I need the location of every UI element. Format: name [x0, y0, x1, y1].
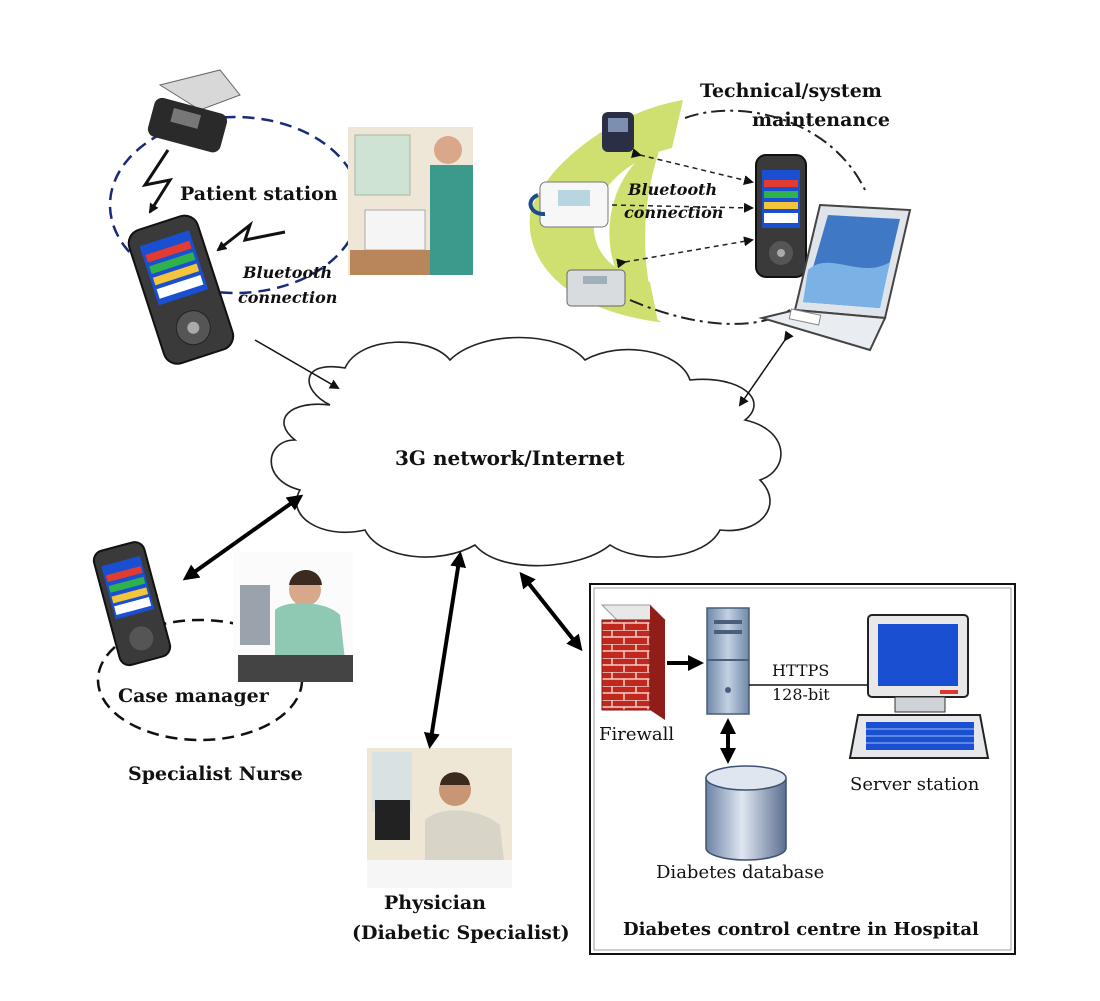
firewall-label: Firewall — [599, 724, 674, 745]
server-icon — [706, 607, 750, 715]
technical-label-2: maintenance — [752, 109, 890, 131]
hospital-group: Firewall HTTPS 128-bit Server station — [589, 583, 1016, 955]
bluetooth-right-label-1: Bluetooth — [627, 180, 717, 199]
phone-icon — [92, 541, 172, 667]
diabetes-database-label: Diabetes database — [656, 862, 824, 883]
hospital-label: Diabetes control centre in Hospital — [623, 919, 979, 940]
nurse-photo — [233, 552, 353, 682]
physician-label-1: Physician — [384, 892, 486, 914]
physician-network-arrow — [423, 551, 467, 749]
case-manager-label: Case manager — [118, 685, 270, 707]
glucose-meter-icon — [147, 69, 241, 153]
technical-label-1: Technical/system — [700, 80, 882, 102]
bluetooth-left-label-1: Bluetooth — [242, 263, 332, 282]
physician-photo — [367, 748, 512, 888]
network-label: 3G network/Internet — [395, 446, 625, 470]
nurse-network-arrow — [182, 494, 304, 581]
https-label-1: HTTPS — [772, 661, 829, 680]
wireless-link-icon — [141, 149, 174, 214]
hospital-box — [589, 583, 1016, 955]
patient-station-label: Patient station — [180, 183, 338, 205]
specialist-nurse-group: Case manager Specialist Nurse — [92, 541, 353, 785]
patient-station-group: Patient station Bluetooth connection — [108, 69, 473, 365]
physician-group: Physician (Diabetic Specialist) — [352, 748, 570, 944]
specialist-nurse-label: Specialist Nurse — [128, 763, 303, 785]
weighing-scale-icon — [566, 269, 626, 307]
database-icon — [705, 765, 787, 861]
server-station-label: Server station — [850, 774, 980, 795]
laptop-icon — [758, 203, 912, 352]
blood-pressure-monitor-icon — [528, 181, 609, 228]
hospital-network-arrow — [519, 571, 583, 652]
phone-icon — [755, 154, 807, 278]
wireless-link-icon — [216, 220, 286, 252]
https-label-2: 128-bit — [772, 685, 830, 704]
bluetooth-right-label-2: connection — [624, 203, 723, 222]
technical-maintenance-group: Technical/system maintenance Bluetooth c… — [528, 80, 912, 352]
glucose-meter-icon — [602, 112, 634, 152]
physician-label-2: (Diabetic Specialist) — [352, 922, 570, 944]
computer-icon — [848, 614, 990, 759]
firewall-icon — [600, 604, 667, 720]
patient-photo — [348, 127, 473, 275]
phone-icon — [127, 214, 235, 365]
bluetooth-left-label-2: connection — [238, 288, 337, 307]
laptop-network-arrow — [738, 330, 794, 407]
patient-to-network-arrow — [254, 339, 340, 390]
